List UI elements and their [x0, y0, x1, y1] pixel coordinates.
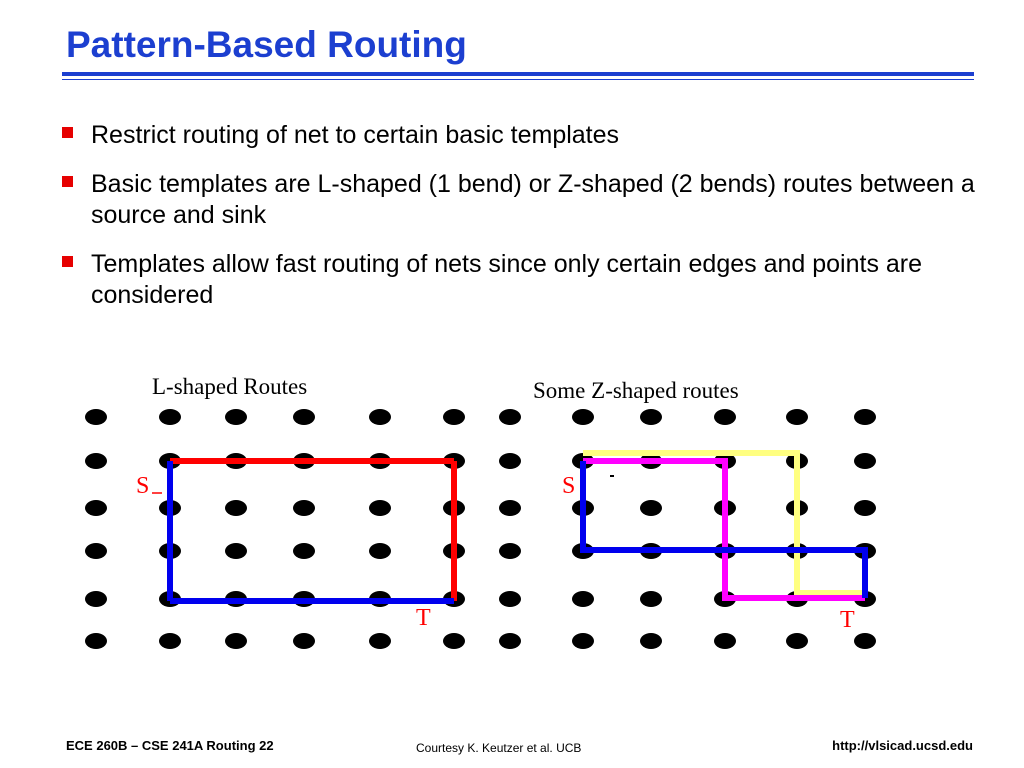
grid-dot: [714, 409, 736, 425]
grid-dot: [640, 409, 662, 425]
grid-dot: [499, 453, 521, 469]
grid-dot: [499, 543, 521, 559]
grid-dot: [293, 409, 315, 425]
grid-dot: [85, 591, 107, 607]
left-sink-label: T: [416, 605, 431, 631]
bullet-list: Restrict routing of net to certain basic…: [62, 120, 982, 329]
left-grid-dots: [85, 409, 465, 649]
slide-title: Pattern-Based Routing: [66, 24, 467, 65]
grid-dot: [225, 633, 247, 649]
grid-dot: [572, 633, 594, 649]
grid-dot: [499, 591, 521, 607]
grid-dot: [293, 500, 315, 516]
grid-dot: [85, 409, 107, 425]
grid-dot: [786, 633, 808, 649]
grid-dot: [369, 543, 391, 559]
grid-dot: [854, 633, 876, 649]
grid-dot: [443, 633, 465, 649]
footer-url[interactable]: http://vlsicad.ucsd.edu: [832, 738, 973, 753]
grid-dot: [85, 543, 107, 559]
grid-dot: [159, 633, 181, 649]
grid-dot: [854, 409, 876, 425]
grid-dot: [640, 500, 662, 516]
square-bullet-icon: [62, 127, 73, 138]
right-panel-z-shaped: Some Z-shaped routes S T: [499, 378, 876, 649]
routing-figure: L-shaped Routes S T Some Z-shaped routes…: [85, 374, 876, 649]
bullet-text: Restrict routing of net to certain basic…: [91, 121, 620, 149]
grid-dot: [225, 409, 247, 425]
right-grid-dots: [499, 409, 876, 649]
grid-dot: [159, 409, 181, 425]
grid-dot: [293, 633, 315, 649]
grid-dot: [640, 633, 662, 649]
grid-dot: [85, 500, 107, 516]
bullet-text: Basic templates are L-shaped (1 bend) or…: [91, 170, 975, 229]
footer-credit: Courtesy K. Keutzer et al. UCB: [416, 741, 582, 755]
grid-dot: [369, 409, 391, 425]
z-route-magenta: [583, 458, 865, 601]
grid-dot: [499, 633, 521, 649]
grid-dot: [714, 633, 736, 649]
left-panel-caption: L-shaped Routes: [152, 374, 307, 399]
square-bullet-icon: [62, 176, 73, 187]
grid-dot: [369, 633, 391, 649]
grid-dot: [572, 409, 594, 425]
right-source-label: S: [562, 473, 575, 499]
grid-dot: [443, 409, 465, 425]
left-source-label: S: [136, 473, 149, 499]
title-underline: [62, 72, 974, 76]
grid-dot: [854, 453, 876, 469]
bullet-item: Basic templates are L-shaped (1 bend) or…: [62, 169, 982, 231]
grid-dot: [369, 500, 391, 516]
square-bullet-icon: [62, 256, 73, 267]
right-sink-label: T: [840, 607, 855, 633]
z-route-blue: [580, 461, 868, 598]
right-panel-caption: Some Z-shaped routes: [533, 378, 739, 403]
grid-dot: [225, 500, 247, 516]
grid-dot: [499, 500, 521, 516]
grid-dot: [225, 543, 247, 559]
footer-course: ECE 260B – CSE 241A Routing 22: [66, 738, 274, 753]
grid-dot: [786, 409, 808, 425]
title-underline-thin: [62, 79, 974, 80]
grid-dot: [854, 500, 876, 516]
grid-dot: [85, 633, 107, 649]
z-route-yellow: [583, 450, 865, 596]
grid-dot: [499, 409, 521, 425]
grid-dot: [572, 591, 594, 607]
grid-dot: [640, 591, 662, 607]
left-panel-l-shaped: L-shaped Routes S T: [85, 374, 465, 649]
grid-dot: [293, 543, 315, 559]
bullet-item: Restrict routing of net to certain basic…: [62, 120, 982, 151]
bullet-text: Templates allow fast routing of nets sin…: [91, 250, 923, 309]
grid-dot: [85, 453, 107, 469]
bullet-item: Templates allow fast routing of nets sin…: [62, 249, 982, 311]
